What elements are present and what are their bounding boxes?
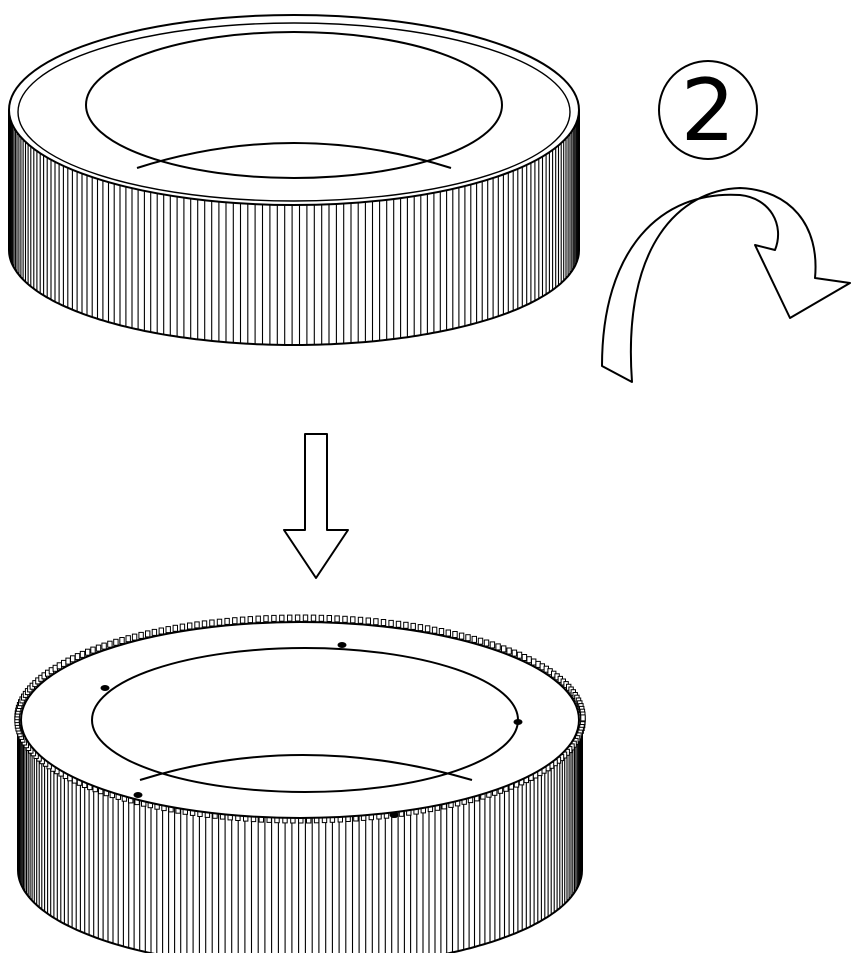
ring-tooth <box>326 615 333 622</box>
ring-tooth <box>403 621 409 629</box>
ring-tooth <box>516 651 523 659</box>
ring-tooth <box>201 620 208 628</box>
ring-tooth <box>74 653 81 661</box>
mounting-hole <box>337 642 347 648</box>
ring-tooth <box>119 637 125 644</box>
ring-tooth <box>531 658 537 666</box>
ring-tooth <box>107 640 113 648</box>
top-ring-inner-bore-edge <box>136 142 452 169</box>
top-ring <box>8 14 580 346</box>
ring-tooth <box>294 614 301 622</box>
down-arrow-icon <box>283 433 349 579</box>
ring-tooth <box>172 624 179 632</box>
ring-tooth <box>125 635 131 643</box>
ring-tooth <box>501 645 507 653</box>
ring-tooth <box>165 626 171 634</box>
ring-tooth <box>511 649 518 657</box>
ring-tooth <box>318 614 325 622</box>
mounting-hole <box>513 719 523 725</box>
ring-tooth <box>271 614 277 622</box>
ring-tooth <box>580 714 586 722</box>
ring-tooth <box>424 625 431 633</box>
ring-tooth <box>334 615 340 623</box>
ring-tooth <box>465 634 471 642</box>
top-ring-inner-opening <box>85 31 503 179</box>
ring-tooth <box>521 654 528 661</box>
bottom-ring-inner-opening <box>91 647 519 793</box>
ring-tooth <box>365 617 372 625</box>
ring-tooth <box>145 630 151 638</box>
ring-tooth <box>79 650 86 658</box>
ring-tooth <box>239 616 246 624</box>
ring-tooth <box>438 628 445 635</box>
ring-tooth <box>158 627 165 635</box>
bottom-ring-band-outline <box>17 720 583 957</box>
ring-tooth <box>431 626 438 634</box>
ring-tooth <box>350 616 356 624</box>
ring-tooth <box>90 646 96 654</box>
ring-tooth <box>302 614 309 622</box>
ring-tooth <box>445 629 452 637</box>
ring-tooth <box>95 644 102 652</box>
top-ring-outer-rim-inner <box>17 22 571 202</box>
bottom-ring <box>14 614 586 957</box>
ring-tooth <box>279 614 285 622</box>
ring-tooth <box>495 643 501 651</box>
ring-tooth <box>179 623 186 631</box>
ring-tooth <box>232 617 238 625</box>
ring-tooth <box>61 659 67 667</box>
ring-tooth <box>489 641 496 649</box>
step-number: 2 <box>681 61 736 161</box>
ring-tooth <box>388 619 394 627</box>
ring-tooth <box>56 662 63 670</box>
ring-tooth <box>287 614 293 622</box>
ring-tooth <box>471 635 478 643</box>
step-marker: 2 <box>658 60 758 161</box>
ring-tooth <box>151 628 158 636</box>
mounting-hole <box>100 685 110 691</box>
ring-tooth <box>255 615 261 623</box>
ring-tooth <box>506 647 512 655</box>
ring-tooth <box>113 638 119 646</box>
ring-tooth <box>85 648 91 656</box>
bottom-ring-ribs <box>17 721 583 957</box>
ring-tooth <box>483 639 490 647</box>
ring-tooth <box>247 616 254 624</box>
bottom-ring-inner-bore-edge <box>139 754 473 781</box>
mounting-hole <box>133 792 143 798</box>
ring-tooth <box>380 619 387 626</box>
mounting-hole <box>389 812 399 818</box>
ring-tooth <box>263 615 269 623</box>
ring-tooth <box>373 618 379 626</box>
ring-tooth <box>357 616 364 624</box>
ring-tooth <box>187 622 193 630</box>
ring-tooth <box>209 619 215 627</box>
flip-rotation-arrow-icon <box>601 187 851 383</box>
ring-tooth <box>194 621 200 629</box>
ring-tooth <box>395 620 402 628</box>
step-number-circle <box>658 60 758 160</box>
ring-tooth <box>131 633 138 641</box>
ring-tooth <box>458 632 465 640</box>
ring-tooth <box>310 614 317 622</box>
ring-tooth <box>70 655 76 663</box>
ring-tooth <box>526 656 532 664</box>
bottom-ring-holes <box>100 642 523 818</box>
ring-tooth <box>216 618 223 626</box>
ring-tooth <box>417 624 424 632</box>
ring-tooth <box>101 642 107 650</box>
ring-tooth <box>65 657 71 665</box>
ring-tooth <box>224 617 230 625</box>
ring-tooth <box>452 631 458 638</box>
ring-tooth <box>138 631 144 639</box>
top-ring-band-outline <box>8 110 580 346</box>
bottom-ring-top-teeth <box>14 614 586 824</box>
ring-tooth <box>410 622 416 630</box>
ring-tooth <box>342 615 348 623</box>
ring-tooth <box>477 637 484 645</box>
